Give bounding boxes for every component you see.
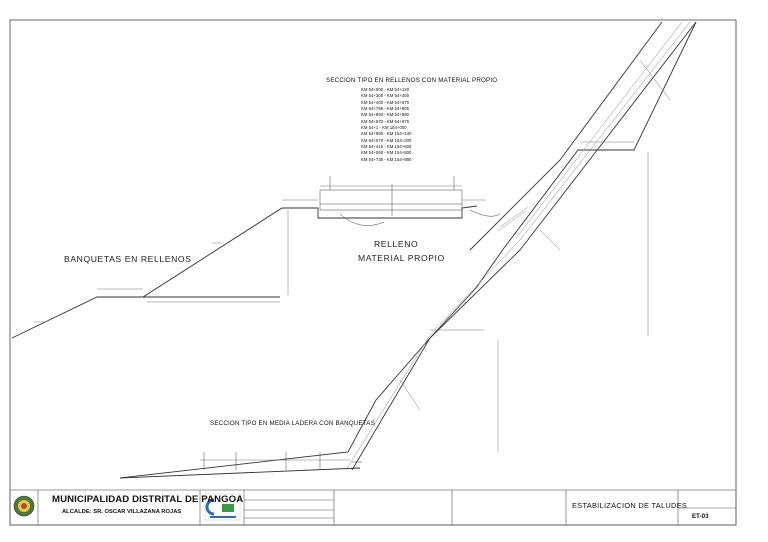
km-range: KM 54+972 - KM 54+975: [361, 118, 410, 124]
relleno-label: RELLENO: [374, 239, 419, 249]
institution-logo: [204, 493, 241, 521]
terrain-profile: [11, 21, 697, 479]
slope-hatching: [345, 21, 691, 471]
dimension-lines: [34, 59, 671, 461]
mayor-name: ALCALDE: SR. OSCAR VILLAZANA ROJAS: [62, 509, 182, 515]
km-range: KM 54+400 - KM 54+570: [361, 99, 410, 105]
km-range: KM 54+755 - KM 54+805: [361, 106, 410, 112]
km-range: KM 54+000 - KM 54+120: [361, 87, 410, 92]
title-block-grid: [9, 489, 737, 526]
sheet-title: ESTABILIZACION DE TALUDES: [572, 501, 688, 510]
km-range: KM 54+060 - KM 154+800: [361, 150, 412, 156]
fill-section-title: SECCION TIPO EN RELLENOS CON MATERIAL PR…: [326, 77, 498, 84]
cross-section-details: [203, 176, 501, 470]
km-range-list: KM 54+000 - KM 54+120 KM 54+300 - KM 54+…: [361, 87, 411, 163]
material-label: MATERIAL PROPIO: [358, 253, 445, 263]
km-range: KM 54+990 - KM 154+440: [361, 131, 412, 137]
banquetas-label: BANQUETAS EN RELLENOS: [64, 254, 192, 264]
km-range: KM 54+1 - KM 154+000: [361, 125, 407, 131]
km-range: KM 54+735 - KM 154+880: [361, 156, 412, 162]
km-range: KM 54+850 - KM 54+890: [361, 112, 410, 118]
hillside-section-title: SECCION TIPO EN MEDIA LADERA CON BANQUET…: [210, 420, 375, 427]
km-range: KM 54+415 - KM 154+600: [361, 144, 412, 150]
municipality-name: MUNICIPALIDAD DISTRITAL DE PANGOA: [52, 494, 244, 505]
km-range: KM 54+070 - KM 154+200: [361, 137, 412, 143]
km-range: KM 54+300 - KM 54+400: [361, 93, 410, 99]
municipal-seal-logo: [13, 495, 35, 517]
sheet-code: ET-03: [692, 513, 709, 520]
